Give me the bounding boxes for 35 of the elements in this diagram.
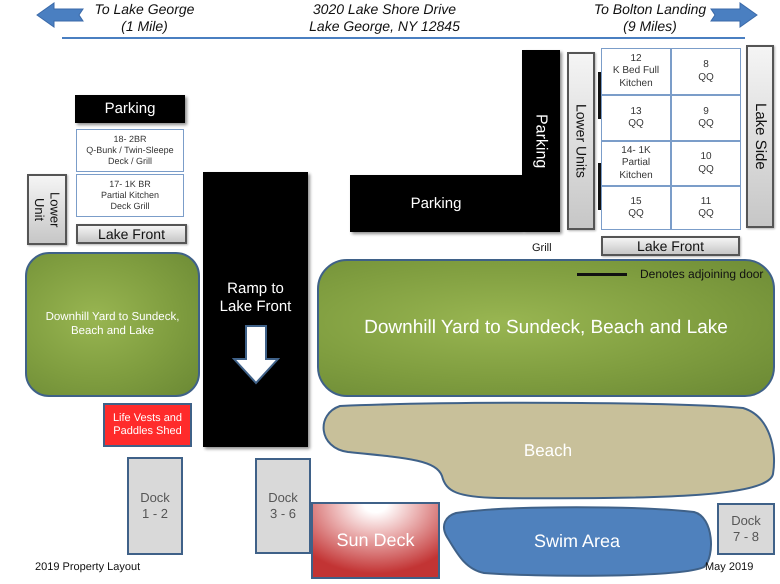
parking-area: Parking [75, 95, 185, 123]
guest-unit: 10 QQ [671, 141, 741, 186]
parking-area: Parking [350, 175, 522, 232]
ramp-label: Ramp to Lake Front [218, 280, 292, 316]
lake-front-strip: Lake Front [601, 236, 740, 256]
date-label: May 2019 [705, 561, 754, 574]
guest-unit: 14- 1K Partial Kitchen [601, 141, 671, 186]
guest-unit: 17- 1K BR Partial Kitchen Deck Grill [76, 174, 184, 217]
adjoining-door-line [598, 72, 601, 119]
dock: Dock 1 - 2 [127, 457, 183, 555]
direction-label: To Bolton Landing (9 Miles) [592, 1, 708, 35]
grill-label: Grill [532, 242, 552, 256]
dock: Dock 3 - 6 [255, 458, 311, 554]
direction-label: To Lake George (1 Mile) [94, 1, 196, 35]
sun-deck: Sun Deck [311, 502, 440, 579]
yard-area: Downhill Yard to Sundeck, Beach and Lake [25, 252, 200, 397]
legend-text: Denotes adjoining door [640, 267, 764, 282]
shed: Life Vests and Paddles Shed [103, 403, 192, 447]
ramp-area [203, 172, 308, 447]
adjoining-door-line [598, 163, 601, 210]
guest-unit: 15 QQ [601, 186, 671, 230]
address-heading: 3020 Lake Shore Drive Lake George, NY 12845 [308, 1, 461, 35]
guest-unit: 9 QQ [671, 95, 741, 141]
lake-front-strip: Lake Front [76, 224, 187, 244]
guest-unit: 18- 2BR Q-Bunk / Twin-Sleepe Deck / Grill [76, 129, 184, 172]
dock: Dock 7 - 8 [717, 503, 775, 555]
parking-area: Parking [522, 50, 560, 232]
guest-unit: 8 QQ [671, 48, 741, 95]
lake-side-strip: Lake Side [746, 45, 774, 228]
guest-unit: 13 QQ [601, 95, 671, 141]
lower-units-strip: Lower Units [567, 52, 595, 230]
caption: 2019 Property Layout [35, 561, 140, 574]
lower-unit-strip: Lower Unit [27, 174, 67, 245]
guest-unit: 12 K Bed Full Kitchen [601, 48, 671, 95]
guest-unit: 11 QQ [671, 186, 741, 230]
